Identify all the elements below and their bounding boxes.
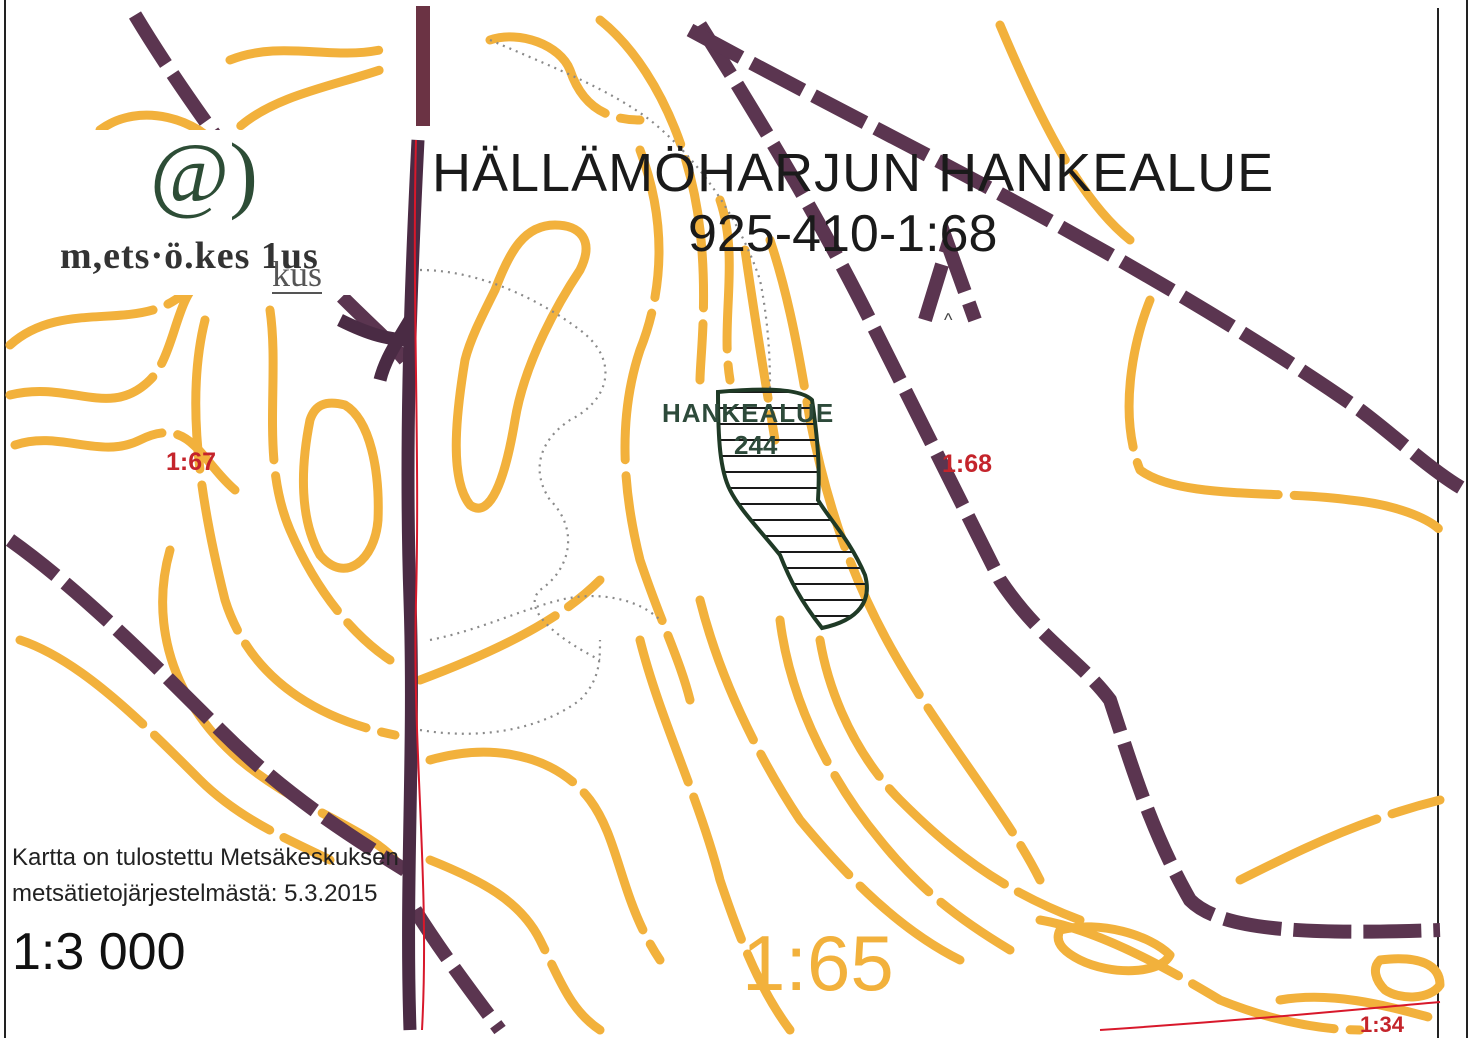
contour-line [298,398,383,573]
contour-line [225,45,385,65]
map-scale: 1:3 000 [12,923,186,981]
project-area-polygon [715,387,869,631]
map-title: HÄLLÄMÖHARJUN HANKEALUE [432,143,1275,203]
boundary-line [409,906,506,1035]
contour-line [5,275,205,403]
boundary-line [128,11,411,365]
main-road [337,139,1441,1031]
contour-line [1275,992,1445,1025]
trail-path [419,639,602,735]
contour-line [620,145,695,705]
contour-line [1053,922,1175,976]
caret-marker-icon: ^ [944,310,953,330]
print-note: Kartta on tulostettu Metsäkeskuksen mets… [12,840,399,912]
logo-mark-icon: @) [150,125,258,221]
contour-line [1235,795,1445,885]
edge-parcel-label: 1:34 [1360,1012,1405,1037]
contour-lines [5,15,1445,1035]
map-subtitle: 925-410-1:68 [688,205,998,263]
contour-line [995,20,1135,245]
contour-line [265,305,395,665]
parcel-label-east: 1:68 [942,450,993,478]
logo-panel [12,130,392,295]
project-area [715,387,869,631]
print-note-line-2: metsätietojärjestelmästä: 5.3.2015 [12,880,378,907]
project-area-name: HANKEALUE [662,398,835,428]
boundary-line [686,23,1469,497]
road-branch [337,314,416,382]
contour-line [715,195,735,385]
logo-ghost-text: kus [272,254,323,294]
contour-line [425,747,665,965]
contour-parcel-label: 1:65 [742,919,894,1007]
title-accent-bar [416,6,430,126]
parcel-boundaries [5,11,1469,1035]
contour-line [1124,295,1445,535]
trail-path [419,268,607,661]
boundary-line [918,222,982,323]
contour-line [635,635,795,1035]
contour-line [425,855,605,1035]
road-red-line-south [1099,1001,1441,1031]
contour-line [695,595,965,965]
contour-line [485,32,645,125]
parcel-label-west: 1:67 [166,448,217,476]
contour-line [15,635,335,865]
contour-line [815,635,1085,925]
logo-wordmark: m,ets·ö.kes 1us [60,235,319,277]
project-area-number: 244 [734,430,778,460]
contour-line [595,15,709,385]
contour-line [451,220,591,513]
trail-path [429,594,661,642]
boundary-line [5,534,409,876]
contour-line [775,615,1015,955]
contour-line [415,575,605,685]
road-line [401,139,425,1031]
contour-line [1370,954,1445,1002]
print-note-line-1: Kartta on tulostettu Metsäkeskuksen [12,844,399,871]
boundary-line [694,21,1441,939]
contour-line [10,428,240,495]
contour-line [191,315,400,740]
contour-line [1035,915,1365,1035]
road-red-line [413,139,426,1031]
trails [419,38,772,735]
